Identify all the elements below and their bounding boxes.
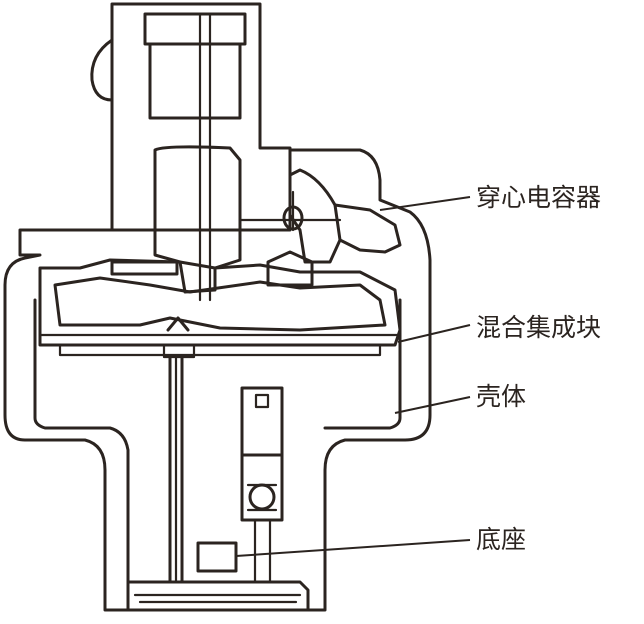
leader-base bbox=[235, 539, 471, 557]
leader-hybrid-integrated-block bbox=[397, 324, 471, 343]
top-connector bbox=[90, 2, 292, 302]
base bbox=[126, 541, 310, 612]
ball-chamber bbox=[240, 386, 284, 584]
feedthrough-capacitor bbox=[238, 190, 342, 232]
leader-feedthrough-capacitor bbox=[379, 196, 471, 211]
hybrid-block-assembly bbox=[38, 145, 402, 357]
label-hybrid-integrated-block: 混合集成块 bbox=[476, 313, 602, 342]
leader-housing bbox=[394, 396, 471, 414]
housing-outline bbox=[3, 148, 432, 612]
label-base: 底座 bbox=[476, 525, 527, 554]
label-housing: 壳体 bbox=[476, 382, 527, 411]
label-feedthrough-capacitor: 穿心电容器 bbox=[476, 183, 602, 212]
rod-assembly bbox=[162, 316, 196, 584]
